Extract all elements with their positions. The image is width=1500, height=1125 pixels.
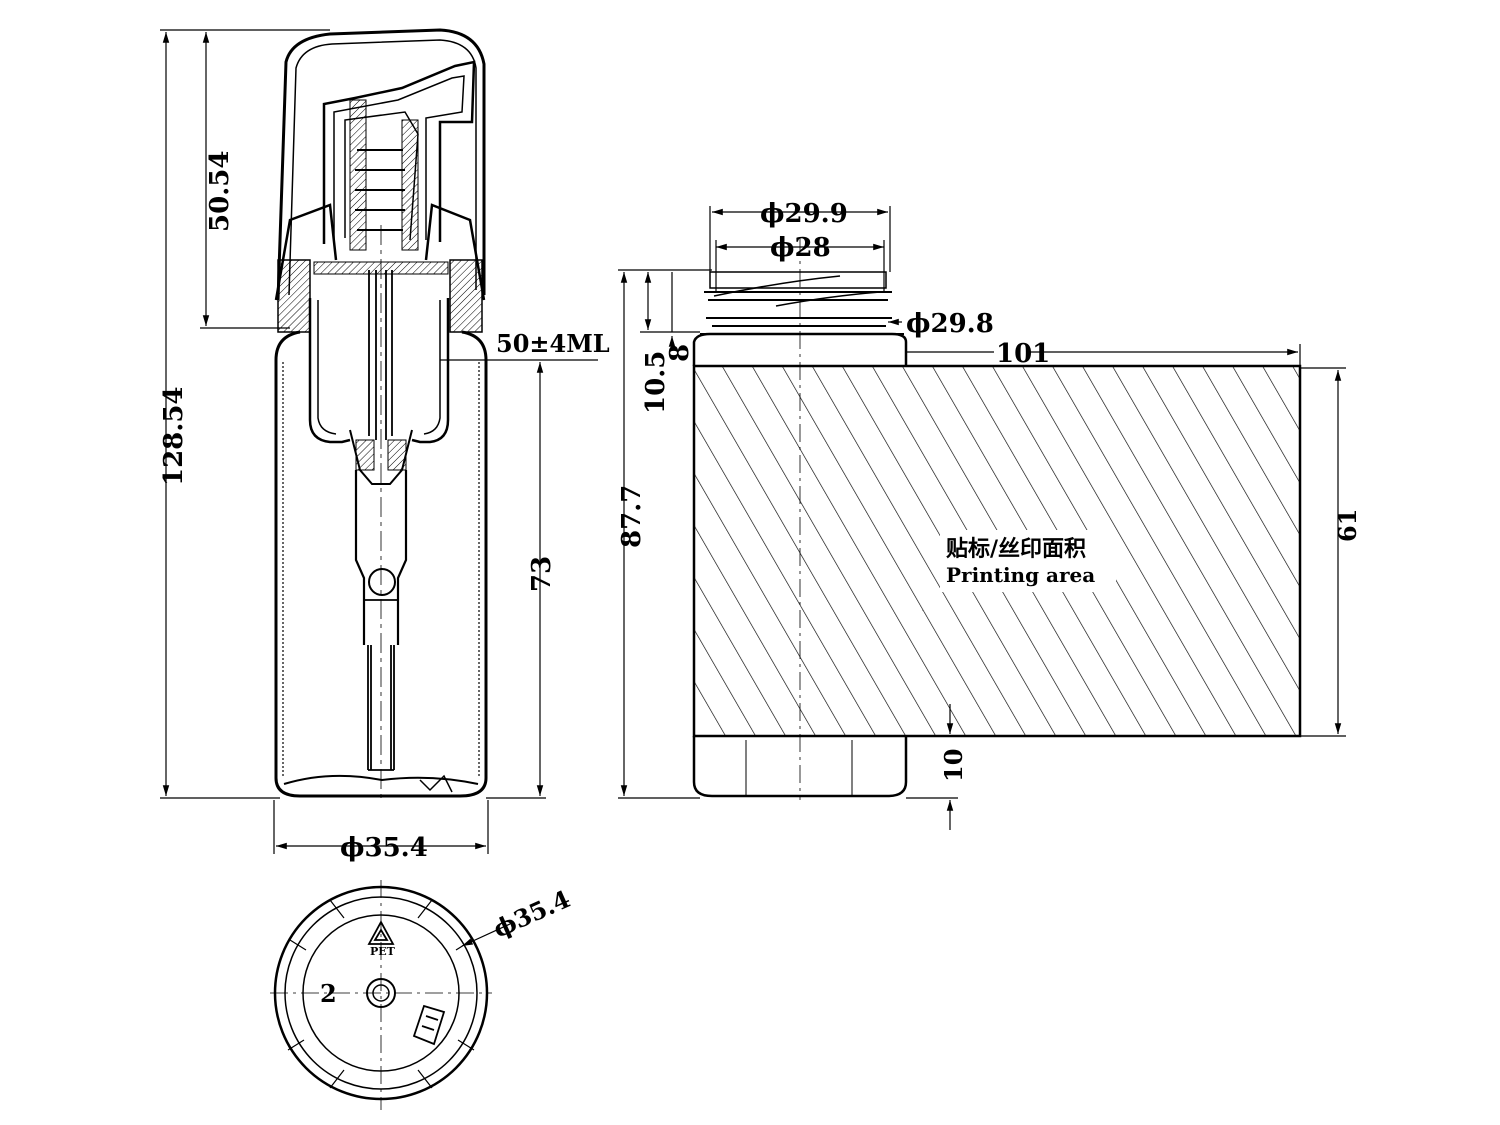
bottle-body — [274, 330, 488, 798]
pump-chamber — [308, 298, 450, 444]
dim-neck-ring-height: 8 — [665, 344, 695, 362]
dim-neck-outer-diameter: ϕ29.9 — [760, 199, 848, 229]
dim-overall-height: 128.54 — [159, 386, 189, 486]
side-view-dimensions — [618, 206, 1346, 830]
dim-label-width: 101 — [996, 339, 1050, 369]
base-material-mark: PET — [370, 945, 396, 958]
pump-head — [322, 60, 476, 244]
dim-neck-base-diameter: ϕ29.8 — [906, 309, 994, 339]
front-view-dimensions — [160, 29, 598, 854]
side-view — [692, 238, 1302, 800]
front-section-view — [274, 28, 488, 800]
dip-tube — [354, 470, 408, 645]
dim-neck-height: 10.5 — [641, 351, 671, 414]
overcap-outline — [276, 28, 486, 301]
dim-neck-thread-diameter: ϕ28 — [770, 233, 831, 263]
printing-area-label-cn: 贴标/丝印面积 — [946, 536, 1086, 562]
dim-label-bottom-offset: 10 — [939, 749, 968, 782]
dim-capacity: 50±4ML — [496, 329, 610, 358]
dim-pump-height: 50.54 — [205, 151, 235, 232]
base-cavity-number: 2 — [320, 979, 337, 1008]
dim-bottle-inner-height: 73 — [527, 556, 557, 592]
dim-base-diameter: ϕ35.4 — [489, 884, 575, 943]
dim-bottle-height: 87.7 — [617, 485, 647, 548]
dim-body-diameter: ϕ35.4 — [340, 833, 428, 863]
printing-area-label-en: Printing area — [946, 563, 1095, 587]
dim-label-height: 61 — [1333, 509, 1362, 542]
recycle-triangle-icon — [367, 920, 395, 945]
base-view — [270, 880, 511, 1110]
